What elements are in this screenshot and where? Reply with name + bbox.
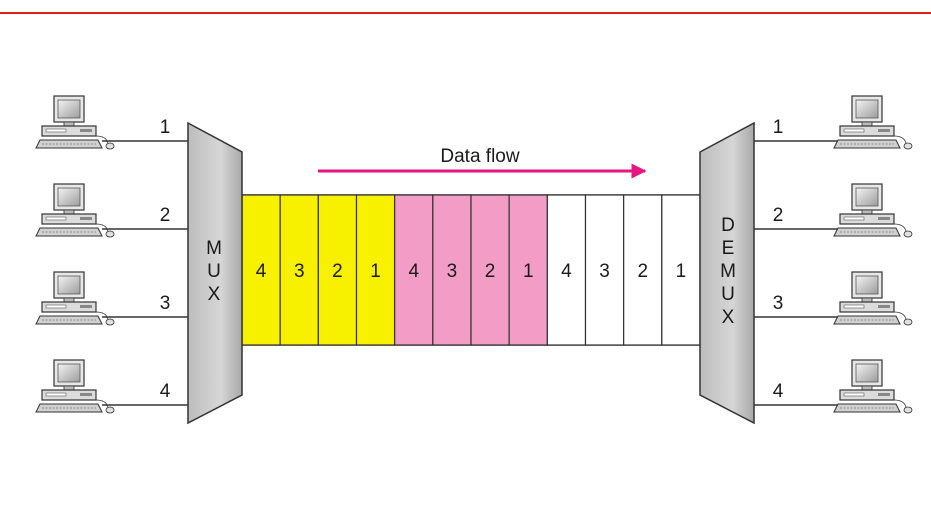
computer-icon bbox=[833, 183, 913, 238]
frame-1-slot-2 bbox=[317, 194, 358, 346]
slot-label: 2 bbox=[485, 261, 496, 282]
slot-label: 3 bbox=[294, 261, 305, 282]
frame-1-slot-3 bbox=[279, 194, 319, 346]
computer-icon bbox=[35, 95, 115, 150]
output-line-label: 2 bbox=[773, 205, 784, 226]
output-stations: 1 2 3 4 bbox=[754, 95, 913, 414]
slot-label: 1 bbox=[370, 261, 381, 282]
frame-2-slot-1 bbox=[508, 194, 548, 346]
input-line-label: 4 bbox=[160, 381, 171, 402]
frame-slots: 4 3 2 1 4 3 2 1 4 3 2 1 bbox=[241, 194, 701, 346]
output-line-label: 1 bbox=[773, 117, 784, 138]
frame-1-slot-1 bbox=[355, 194, 396, 346]
input-line-label: 3 bbox=[160, 293, 171, 314]
slot-label: 1 bbox=[676, 261, 687, 282]
slot-label: 3 bbox=[447, 261, 458, 282]
input-line-label: 1 bbox=[160, 117, 171, 138]
output-line-label: 3 bbox=[773, 293, 784, 314]
data-flow-label: Data flow bbox=[440, 146, 519, 167]
output-line-label: 4 bbox=[773, 381, 784, 402]
frame-2-slot-4 bbox=[394, 194, 434, 346]
slot-label: 4 bbox=[256, 261, 267, 282]
input-stations: 1 2 3 4 bbox=[35, 95, 188, 414]
computer-icon bbox=[35, 183, 115, 238]
computer-icon bbox=[833, 95, 913, 150]
slot-label: 2 bbox=[637, 261, 648, 282]
frame-3-slot-4 bbox=[546, 194, 587, 346]
frame-3-slot-3 bbox=[584, 194, 625, 346]
frame-3-slot-2 bbox=[623, 194, 663, 346]
slot-label: 2 bbox=[332, 261, 343, 282]
computer-icon bbox=[35, 271, 115, 326]
frame-2-slot-3 bbox=[432, 194, 472, 346]
slot-label: 1 bbox=[523, 261, 534, 282]
slot-label: 3 bbox=[599, 261, 610, 282]
computer-icon bbox=[35, 359, 115, 414]
slot-label: 4 bbox=[561, 261, 572, 282]
input-line-label: 2 bbox=[160, 205, 171, 226]
frame-1-slot-4 bbox=[241, 194, 281, 346]
slot-label: 4 bbox=[408, 261, 419, 282]
computer-icon bbox=[833, 359, 913, 414]
computer-icon bbox=[833, 271, 913, 326]
frame-3-slot-1 bbox=[661, 194, 701, 346]
